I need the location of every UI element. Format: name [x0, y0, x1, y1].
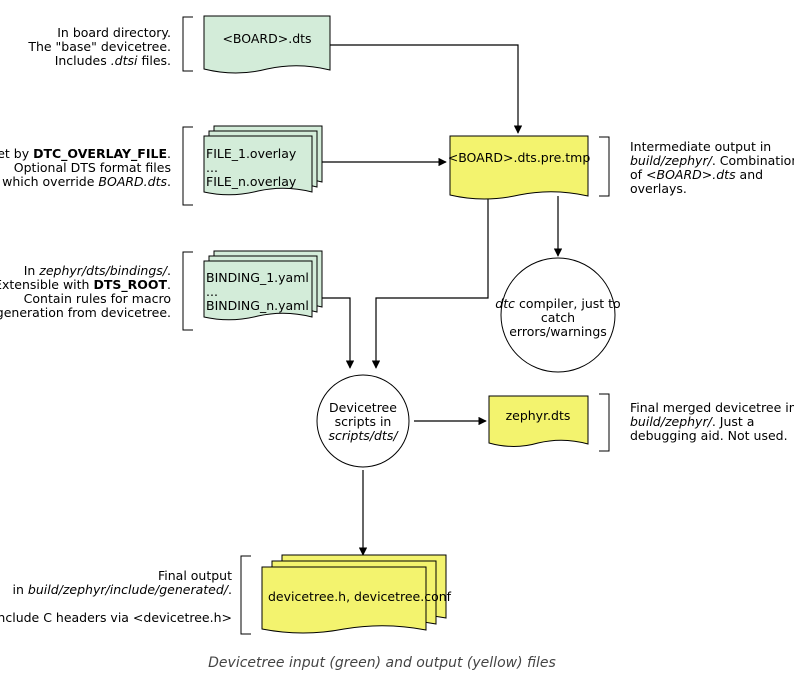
note-bindings-line-1: In zephyr/dts/bindings/.: [24, 263, 171, 278]
dtc-line-3: errors/warnings: [509, 324, 607, 339]
overlay-files-stack: FILE_1.overlay ... FILE_n.overlay: [203, 125, 323, 196]
note-intermediate-l2-b: . Combination: [712, 153, 794, 168]
binding-ellipsis: ...: [206, 284, 218, 299]
dtc-line-1: dtc compiler, just to: [495, 296, 620, 311]
brace-intermediate: [599, 136, 610, 197]
outputs-label: devicetree.h, devicetree.conf: [268, 589, 452, 604]
note-bindings-l1-a: In: [24, 263, 40, 278]
note-overlay-line-2: Optional DTS format files: [14, 160, 171, 175]
note-intermediate: Intermediate output in build/zephyr/. Co…: [630, 139, 794, 196]
note-intermediate-line-3: of <BOARD>.dts and: [630, 167, 763, 182]
brace-overlay: [182, 126, 193, 206]
note-board-line-3: Includes .dtsi files.: [55, 53, 171, 68]
connectors: [322, 44, 563, 556]
note-final-l2-a: in: [13, 582, 28, 597]
binding-first-label: BINDING_1.yaml: [206, 270, 309, 285]
note-merged-line-2: build/zephyr/. Just a: [630, 414, 754, 429]
board-dts-file: <BOARD>.dts: [203, 15, 331, 74]
scripts-line-3: scripts/dts/: [328, 428, 399, 443]
diagram-caption: Devicetree input (green) and output (yel…: [208, 655, 556, 671]
note-intermediate-line-4: overlays.: [630, 181, 687, 196]
overlay-last-label: FILE_n.overlay: [206, 174, 297, 189]
overlay-first-label: FILE_1.overlay: [206, 146, 297, 161]
note-merged: Final merged devicetree in build/zephyr/…: [630, 400, 794, 443]
scripts-line-1: Devicetree: [329, 400, 397, 415]
pre-tmp-label: <BOARD>.dts.pre.tmp: [448, 150, 591, 165]
note-intermediate-line-1: Intermediate output in: [630, 139, 771, 154]
note-bindings-line-4: generation from devicetree.: [0, 305, 171, 320]
note-intermediate-l3-b: and: [736, 167, 764, 182]
note-bindings-l1-em: zephyr/dts/bindings/: [38, 263, 169, 278]
note-board-l3-b: files.: [138, 53, 172, 68]
note-board: In board directory. The "base" devicetre…: [27, 25, 171, 68]
binding-files-stack: BINDING_1.yaml ... BINDING_n.yaml: [203, 250, 323, 321]
note-overlay-l1-bold: DTC_OVERLAY_FILE: [33, 146, 167, 162]
note-bindings-line-3: Contain rules for macro: [24, 291, 171, 306]
note-board-line-2: The "base" devicetree.: [27, 39, 171, 54]
pre-tmp-file: <BOARD>.dts.pre.tmp: [448, 135, 591, 200]
note-bindings-l2-bold: DTS_ROOT: [93, 277, 167, 293]
note-bindings-l2-b: .: [167, 277, 171, 292]
note-final-line-1: Final output: [158, 568, 232, 583]
note-merged-line-1: Final merged devicetree in: [630, 400, 794, 415]
note-intermediate-l3-em: <BOARD>.dts: [646, 167, 736, 182]
arrow-bindings-to-scripts: [322, 297, 355, 369]
devicetree-scripts-node: Devicetree scripts in scripts/dts/: [316, 374, 410, 468]
dtc-line-2: catch: [541, 310, 575, 325]
note-intermediate-l2-em: build/zephyr/: [630, 153, 714, 168]
dtc-line-1-rest: compiler, just to: [515, 296, 621, 311]
note-final: Final output in build/zephyr/include/gen…: [0, 568, 232, 625]
note-bindings-line-2: Extensible with DTS_ROOT.: [0, 277, 171, 293]
note-bindings-l2-a: Extensible with: [0, 277, 93, 292]
note-final-l2-b: .: [228, 582, 232, 597]
output-headers-stack: devicetree.h, devicetree.conf: [261, 554, 452, 634]
arrow-pretmp-to-scripts: [371, 196, 489, 369]
note-overlay-line-1: Set by DTC_OVERLAY_FILE.: [0, 146, 171, 162]
braces: [182, 16, 610, 635]
note-overlay-l1-a: Set by: [0, 146, 33, 161]
scripts-line-2: scripts in: [335, 414, 392, 429]
note-bindings: In zephyr/dts/bindings/. Extensible with…: [0, 263, 171, 320]
note-board-line-1: In board directory.: [57, 25, 171, 40]
note-merged-line-3: debugging aid. Not used.: [630, 428, 788, 443]
brace-final: [240, 555, 251, 635]
note-overlay-l1-b: .: [167, 146, 171, 161]
note-final-line-2: in build/zephyr/include/generated/.: [13, 582, 232, 597]
note-merged-l2-em: build/zephyr/: [630, 414, 714, 429]
note-board-l3-em: .dtsi: [111, 53, 138, 68]
board-dts-label: <BOARD>.dts: [222, 31, 311, 46]
note-merged-l2-b: . Just a: [712, 414, 755, 429]
note-overlay: Set by DTC_OVERLAY_FILE. Optional DTS fo…: [0, 146, 171, 189]
zephyr-dts-file: zephyr.dts: [488, 395, 589, 447]
note-bindings-l1-b: .: [167, 263, 171, 278]
note-board-l3-a: Includes: [55, 53, 111, 68]
note-overlay-line-3: which override BOARD.dts.: [2, 174, 171, 189]
note-overlay-l3-a: which override: [2, 174, 98, 189]
brace-bindings: [182, 251, 193, 331]
overlay-ellipsis: ...: [206, 160, 218, 175]
note-final-l2-em: build/zephyr/include/generated/: [28, 582, 230, 597]
dtc-compiler-node: dtc compiler, just to catch errors/warni…: [495, 257, 621, 373]
note-intermediate-l3-a: of: [630, 167, 646, 182]
note-final-line-3: Include C headers via <devicetree.h>: [0, 610, 232, 625]
zephyr-dts-label: zephyr.dts: [506, 408, 571, 423]
brace-board: [182, 16, 193, 72]
arrow-board-to-pretmp: [330, 44, 523, 134]
binding-last-label: BINDING_n.yaml: [206, 298, 309, 313]
dtc-name: dtc: [495, 296, 515, 311]
note-intermediate-line-2: build/zephyr/. Combination: [630, 153, 794, 168]
note-overlay-l3-em: BOARD.dts: [98, 174, 167, 189]
brace-merged: [599, 393, 610, 452]
note-overlay-l3-b: .: [167, 174, 171, 189]
